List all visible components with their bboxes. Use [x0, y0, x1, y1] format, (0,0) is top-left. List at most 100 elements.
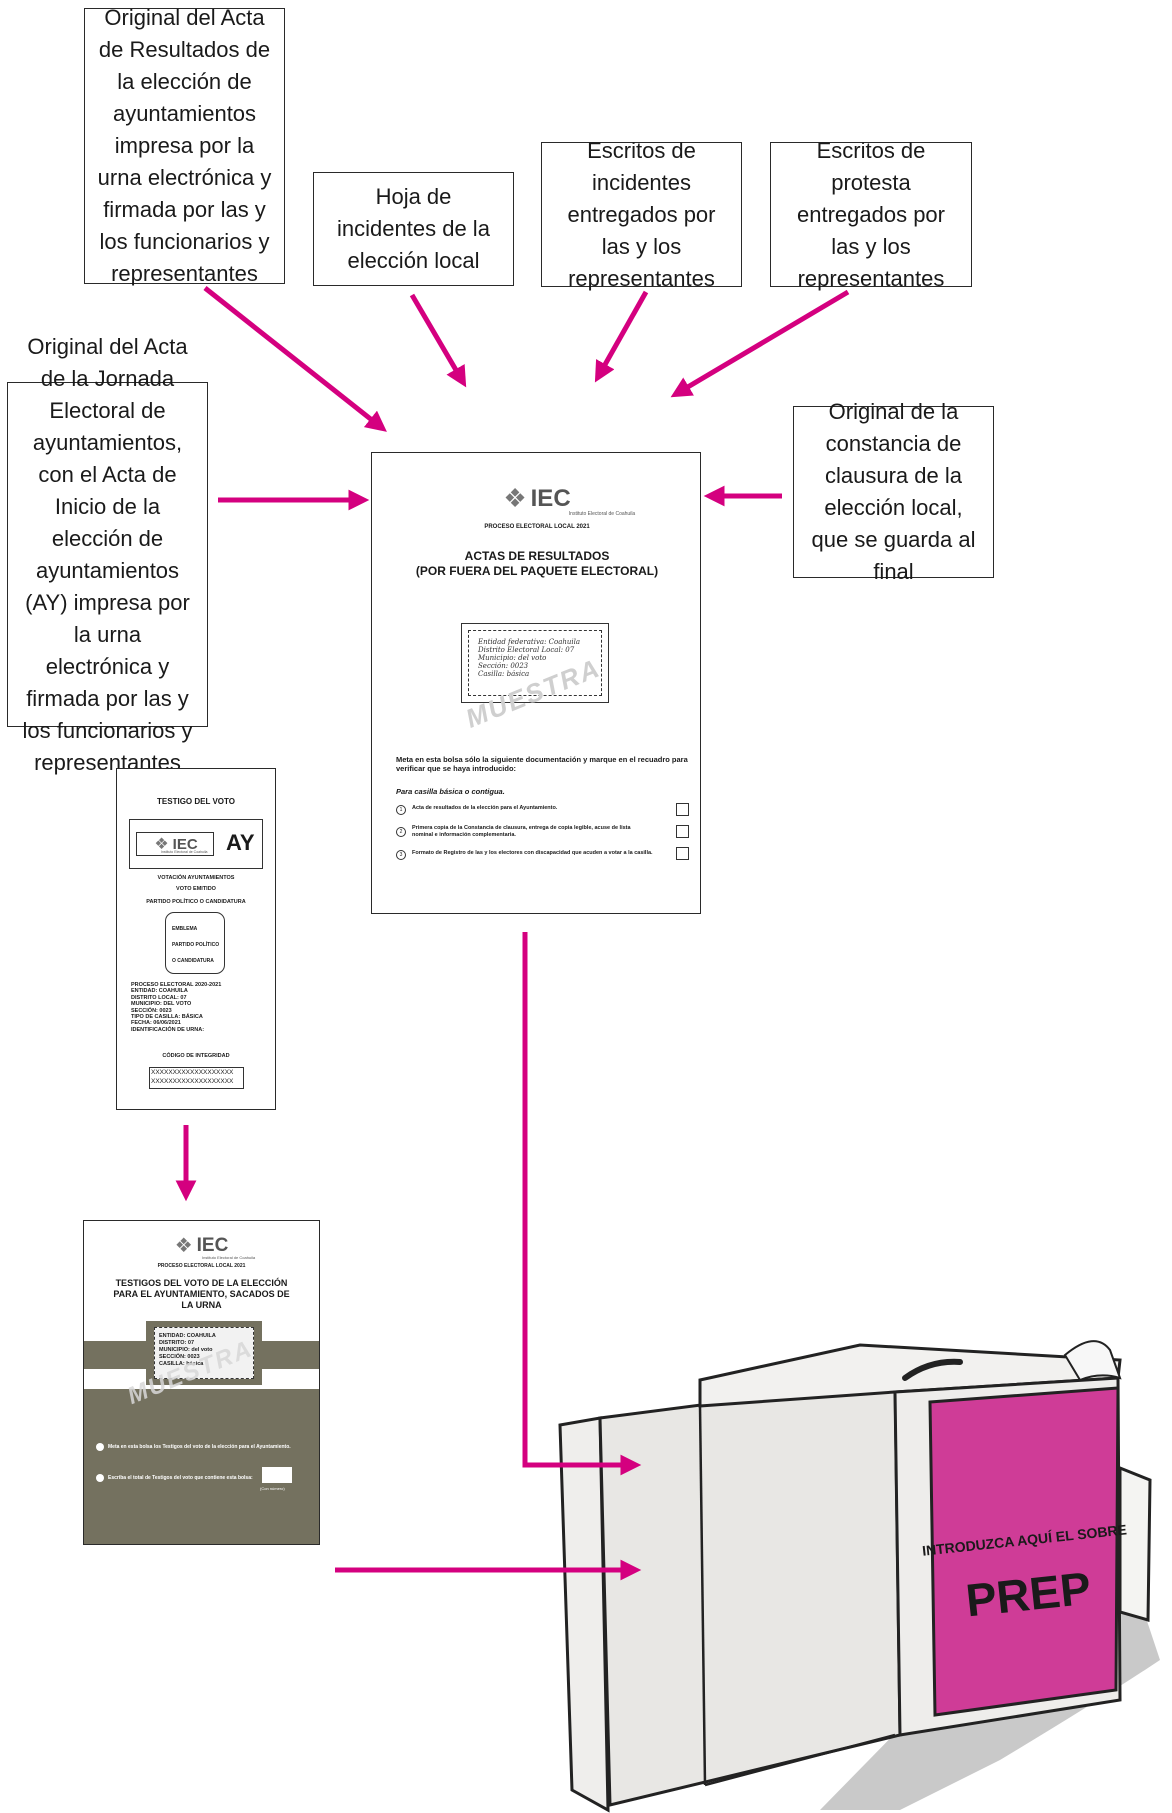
olive-bottom	[84, 1389, 319, 1544]
testigo-voto-card: TESTIGO DEL VOTO ❖ IEC Instituto Elector…	[116, 768, 276, 1110]
arrow-acta-resultados	[203, 286, 387, 432]
package-left-flap	[558, 1416, 610, 1813]
code-box: XXXXXXXXXXXXXXXXXXX XXXXXXXXXXXXXXXXXXX	[149, 1067, 244, 1089]
iec-logo-subtitle: Instituto Electoral de Coahuila	[568, 511, 636, 517]
detail-line: DISTRITO LOCAL: 07	[131, 994, 187, 1001]
box-hoja-incidentes-text: Hoja de incidentes de la elección local	[337, 184, 490, 273]
box-constancia-clausura: Original de la constancia de clausura de…	[793, 399, 994, 584]
iec-logo-mark-icon: ❖	[503, 483, 526, 513]
box-acta-jornada-text: Original del Acta de la Jornada Electora…	[22, 333, 193, 775]
code-line: XXXXXXXXXXXXXXXXXXX	[151, 1078, 234, 1085]
envelope-title-line1: ACTAS DE RESULTADOS	[464, 549, 610, 563]
box-acta-resultados: Original del Acta de Resultados de la el…	[84, 5, 285, 286]
package-inner-line	[698, 1405, 707, 1786]
bolsa-label-line: SECCIÓN: 0023	[159, 1354, 200, 1360]
checkbox-item-2[interactable]	[676, 825, 689, 838]
package-plastic	[1063, 1340, 1122, 1382]
emblem-line: PARTIDO POLÍTICO	[172, 942, 220, 948]
detail-line: ENTIDAD: COAHUILA	[131, 988, 188, 995]
detail-line: TIPO DE CASILLA: BÁSICA	[131, 1014, 203, 1021]
detail-line: MUNICIPIO: DEL VOTO	[131, 1001, 192, 1008]
address-label: Entidad federativa: Coahuila Distrito El…	[461, 623, 609, 703]
bolsa-item-1-icon	[96, 1443, 104, 1451]
iec-logo-mark-icon: ❖	[154, 836, 168, 853]
bolsa-title: TESTIGOS DEL VOTO DE LA ELECCIÓN PARA EL…	[84, 1278, 319, 1311]
bolsa-item-1: Meta en esta bolsa los Testigos del voto…	[108, 1444, 291, 1450]
box-acta-resultados-text: Original del Acta de Resultados de la el…	[97, 5, 272, 286]
bolsa-label-frame: ENTIDAD: COAHUILA DISTRITO: 07 MUNICIPIO…	[146, 1321, 262, 1385]
checkbox-item-1[interactable]	[676, 803, 689, 816]
bolsa-testigos-envelope: ❖ IEC Instituto Electoral de Coahuila PR…	[83, 1220, 320, 1545]
package-front-panel	[598, 1378, 902, 1807]
detail-line: IDENTIFICACIÓN DE URNA:	[131, 1026, 205, 1033]
envelope-subheading: Para casilla básica o contigua.	[396, 787, 505, 796]
arrow-escritos-protesta	[670, 289, 850, 398]
iec-logo: ❖ IEC	[372, 483, 702, 514]
box-escritos-protesta-text: Escritos de protesta entregados por las …	[797, 137, 945, 291]
prep-bag	[928, 1386, 1120, 1717]
envelope-item-3: Formato de Registro de las y los elector…	[412, 850, 653, 856]
envelope-title-line2: (POR FUERA DEL PAQUETE ELECTORAL)	[415, 564, 659, 578]
emblem-line: EMBLEMA	[172, 926, 198, 932]
iec-logo-text: IEC	[530, 484, 571, 512]
iec-logo-mark-icon: ❖	[174, 1235, 193, 1257]
testigo-logo-frame: ❖ IEC Instituto Electoral de Coahuila AY	[129, 819, 263, 869]
arrow-envelope-to-package	[522, 932, 642, 1476]
address-label-dashed	[468, 630, 602, 696]
bolsa-title-line: PARA EL AYUNTAMIENTO, SACADOS DE	[113, 1289, 290, 1299]
bolsa-logo: ❖ IEC	[84, 1233, 319, 1258]
testigo-details: PROCESO ELECTORAL 2020-2021 ENTIDAD: COA…	[131, 982, 221, 1033]
address-line: Distrito Electoral Local: 07	[478, 646, 575, 654]
testigo-ay: AY	[226, 830, 255, 855]
count-caption: (Con número)	[260, 1486, 285, 1491]
testigo-line2: VOTO EMITIDO	[176, 886, 216, 892]
bolsa-label-line: MUNICIPIO: del voto	[159, 1347, 213, 1353]
bolsa-title-line: TESTIGOS DEL VOTO DE LA ELECCIÓN	[115, 1278, 288, 1288]
box-escritos-incidentes: Escritos de incidentes entregados por la…	[541, 138, 742, 291]
envelope-item-1: Acta de resultados de la elección para e…	[412, 805, 558, 811]
package-inner-line	[704, 1733, 896, 1787]
checkbox-item-3[interactable]	[676, 847, 689, 860]
box-acta-jornada: Original del Acta de la Jornada Electora…	[7, 334, 208, 775]
testigo-title: TESTIGO DEL VOTO	[157, 797, 235, 806]
bolsa-label-line: CASILLA: básica	[159, 1361, 204, 1367]
count-box[interactable]	[262, 1467, 292, 1483]
envelope-item-2: Primera copia de la Constancia de clausu…	[412, 825, 631, 838]
envelope-instruction: Meta en esta bolsa sólo la siguiente doc…	[396, 755, 688, 773]
address-line: Municipio: del voto	[478, 654, 547, 662]
package-handle-icon	[902, 1358, 963, 1381]
detail-line: PROCESO ELECTORAL 2020-2021	[131, 982, 222, 988]
item-num: 1	[396, 805, 406, 815]
address-label-lines: Entidad federativa: Coahuila Distrito El…	[478, 638, 580, 678]
testigo-logo-subtitle: Instituto Electoral de Coahuila	[161, 850, 208, 854]
bolsa-label-line: ENTIDAD: COAHUILA	[159, 1333, 216, 1339]
bolsa-label: ENTIDAD: COAHUILA DISTRITO: 07 MUNICIPIO…	[154, 1327, 254, 1379]
code-title: CÓDIGO DE INTEGRIDAD	[162, 1053, 230, 1059]
testigo-logo-box: ❖ IEC Instituto Electoral de Coahuila	[136, 832, 214, 856]
actas-envelope: ❖ IEC Instituto Electoral de Coahuila PR…	[371, 452, 701, 914]
testigo-emblem-box: EMBLEMA PARTIDO POLÍTICO O CANDIDATURA	[165, 912, 225, 974]
package-right-flap	[1118, 1465, 1152, 1622]
detail-line: SECCIÓN: 0023	[131, 1007, 172, 1014]
bolsa-item-2-icon	[96, 1474, 104, 1482]
bolsa-logo-subtitle: Instituto Electoral de Coahuila	[202, 1255, 256, 1260]
item-num: 2	[396, 827, 406, 837]
detail-line: FECHA: 06/06/2021	[131, 1020, 181, 1027]
box-escritos-protesta: Escritos de protesta entregados por las …	[770, 138, 972, 291]
box-hoja-incidentes: Hoja de incidentes de la elección local	[313, 172, 514, 286]
arrow-escritos-incidentes	[594, 290, 649, 383]
testigo-logo-text: IEC	[172, 835, 198, 853]
box-escritos-incidentes-text: Escritos de incidentes entregados por la…	[567, 137, 716, 291]
item-num: 3	[396, 850, 406, 860]
code-line: XXXXXXXXXXXXXXXXXXX	[151, 1069, 234, 1076]
testigo-line3: PARTIDO POLÍTICO O CANDIDATURA	[146, 899, 246, 905]
arrow-hoja-incidentes	[409, 293, 467, 388]
bolsa-label-line: DISTRITO: 07	[159, 1340, 195, 1346]
address-line: Entidad federativa: Coahuila	[478, 638, 581, 646]
emblem-line: O CANDIDATURA	[172, 958, 214, 964]
address-line: Casilla: básica	[478, 670, 530, 678]
bolsa-title-line: LA URNA	[181, 1300, 222, 1310]
bolsa-process: PROCESO ELECTORAL LOCAL 2021	[157, 1263, 246, 1269]
address-line: Sección: 0023	[478, 662, 529, 670]
